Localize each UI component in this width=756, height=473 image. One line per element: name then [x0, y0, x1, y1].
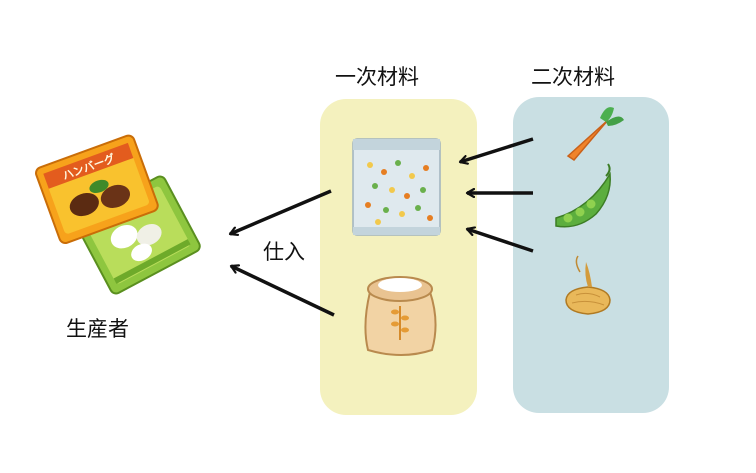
pea-pod-icon [555, 163, 611, 228]
arrow-onion-to-mixed-veg [467, 229, 534, 253]
flour-sack-icon [364, 276, 437, 356]
primary-materials-heading: 一次材料 [335, 65, 419, 89]
secondary-materials-heading: 二次材料 [531, 65, 615, 89]
hamburger-steak-package-icon: ハンバーグ [35, 134, 201, 295]
secondary-materials-panel [513, 97, 669, 413]
arrow-mixed-veg-to-producer [230, 189, 332, 234]
frozen-mixed-vegetables-bag-icon [352, 138, 441, 236]
carrot-icon [566, 107, 624, 161]
onion-icon [565, 255, 611, 315]
arrow-carrot-to-mixed-veg [460, 137, 534, 162]
arrow-flour-to-producer [231, 266, 335, 317]
purchase-label: 仕入 [263, 240, 305, 264]
producer-label: 生産者 [66, 317, 129, 341]
